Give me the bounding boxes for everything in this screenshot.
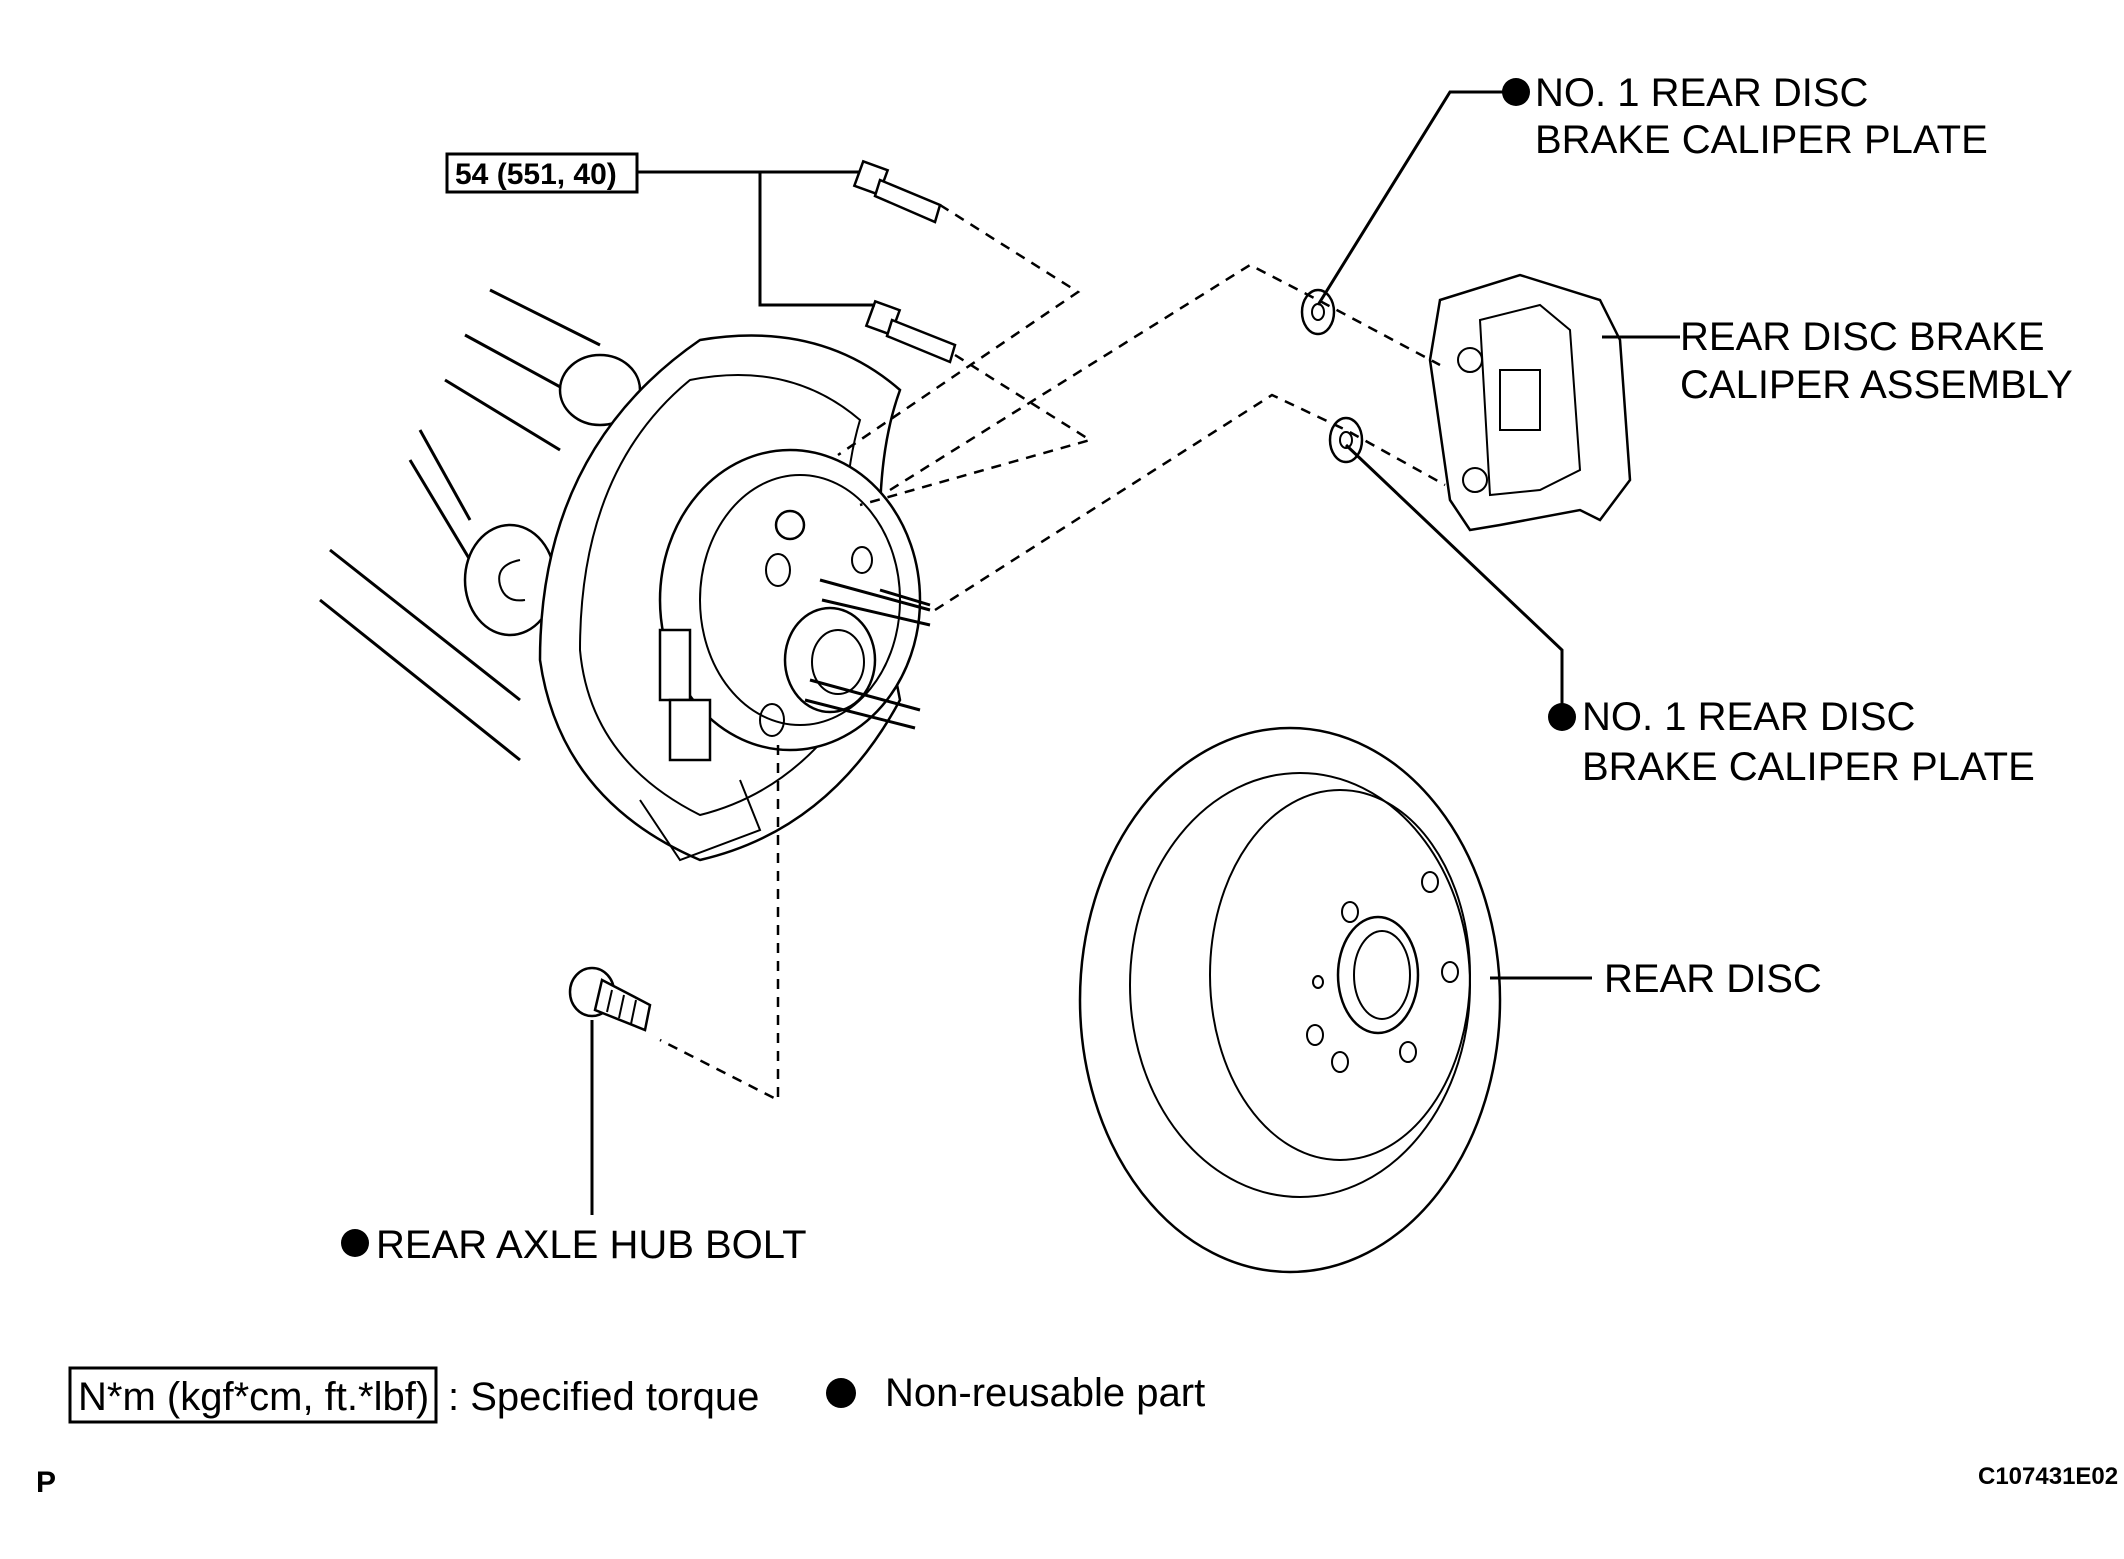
label-caliper-assembly-1: REAR DISC BRAKE [1680, 315, 2045, 359]
legend-nonreusable-desc: Non-reusable part [885, 1371, 1205, 1415]
caliper-mount-bolt-2 [864, 299, 957, 364]
non-reusable-dot-icon [1502, 78, 1530, 106]
non-reusable-dot-icon [826, 1378, 856, 1408]
torque-value: 54 (551, 40) [455, 158, 617, 191]
page-letter: P [36, 1466, 56, 1499]
label-rear-disc: REAR DISC [1604, 957, 1822, 1001]
hub-bolt-part [568, 966, 652, 1032]
label-caliper-plate-top-1: NO. 1 REAR DISC [1535, 71, 1868, 115]
caliper-assembly-part [1428, 273, 1632, 532]
label-caliper-plate-mid-2: BRAKE CALIPER PLATE [1582, 745, 2035, 789]
legend-torque-box [68, 1366, 438, 1424]
legend: N*m (kgf*cm, ft.*lbf) : Specified torque… [68, 1366, 1205, 1424]
leader-lines [590, 90, 1680, 1215]
legend-torque-desc: : Specified torque [448, 1375, 759, 1419]
legend-torque-units: N*m (kgf*cm, ft.*lbf) [78, 1375, 429, 1419]
caliper-plate-upper [1300, 288, 1336, 336]
axle-hub [658, 448, 931, 762]
label-caliper-assembly-2: CALIPER ASSEMBLY [1680, 363, 2073, 407]
non-reusable-dot-icon [341, 1229, 369, 1257]
label-hub-bolt: REAR AXLE HUB BOLT [376, 1223, 807, 1267]
label-caliper-plate-mid-1: NO. 1 REAR DISC [1582, 695, 1915, 739]
caliper-mount-bolt-1 [852, 159, 942, 224]
torque-value-box [445, 152, 639, 194]
label-caliper-plate-top-2: BRAKE CALIPER PLATE [1535, 118, 1988, 162]
rear-disc-part [1078, 726, 1502, 1274]
figure-code: C107431E02 [1978, 1463, 2118, 1490]
suspension-arms [319, 288, 642, 762]
assembly-guide-lines [659, 203, 1446, 1103]
non-reusable-dot-icon [1548, 703, 1576, 731]
